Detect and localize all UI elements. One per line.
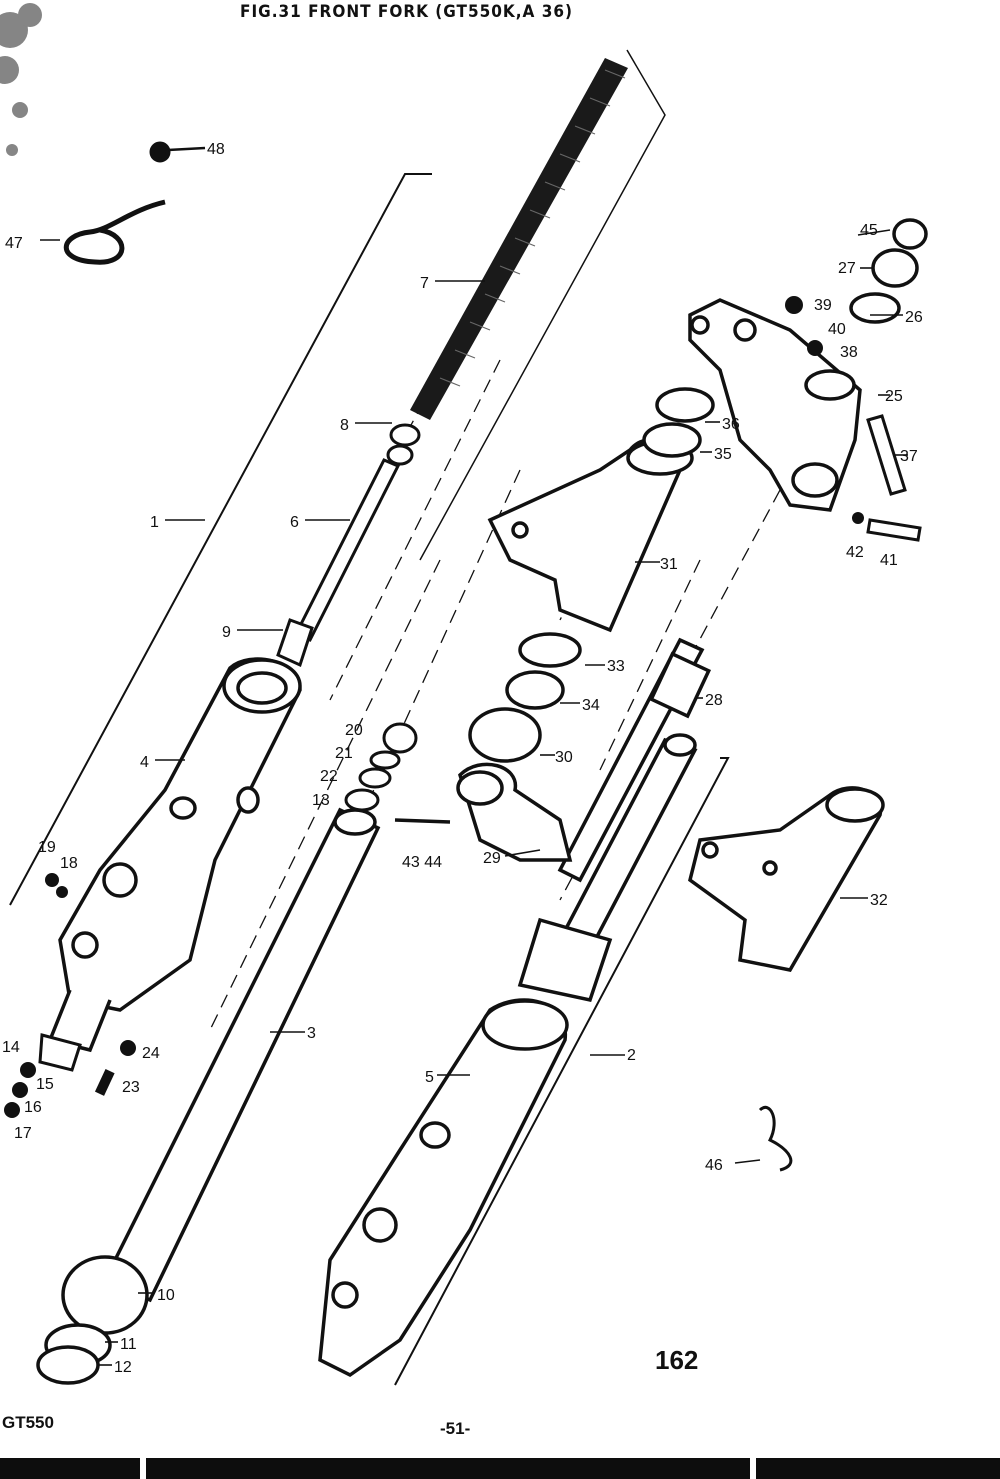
callout-41: 41: [880, 552, 898, 569]
callout-30: 30: [555, 749, 573, 766]
fork-boot-seal-set: [36, 1255, 149, 1385]
top-cap-parts: [344, 722, 418, 812]
steering-bearings: [468, 632, 582, 763]
callout-42: 42: [846, 544, 864, 561]
right-inner-tube: [517, 733, 698, 1003]
scan-smudge: [0, 3, 42, 156]
model-label: GT550: [2, 1413, 54, 1432]
lower-bracket-31: [487, 438, 694, 633]
lower-pinch-bracket: [394, 762, 573, 862]
callout-19: 19: [38, 839, 56, 856]
steering-stem: [557, 637, 712, 883]
callout-28: 28: [705, 692, 723, 709]
spring-spacer-part: [386, 423, 421, 466]
fork-assembly-left-bracket: [9, 173, 432, 906]
callout-34: 34: [582, 697, 600, 714]
rod-end-part: [276, 618, 314, 668]
callout-33: 33: [607, 658, 625, 675]
callout-24: 24: [142, 1045, 160, 1062]
wire-and-grommet: [63, 141, 206, 265]
washers-and-caps: [785, 296, 864, 524]
callout-12: 12: [114, 1359, 132, 1376]
page-number: -51-: [440, 1419, 471, 1438]
top-bridge-25: [688, 298, 862, 512]
callout-47: 47: [5, 235, 23, 252]
callout-35: 35: [714, 446, 732, 463]
spring-box-outline: [419, 49, 666, 561]
callout-14: 14: [2, 1039, 20, 1056]
callout-17: 17: [14, 1125, 32, 1142]
headlamp-bracket-32: [688, 786, 885, 972]
callout-25: 25: [885, 388, 903, 405]
callout-5: 5: [425, 1069, 434, 1086]
callout-11: 11: [120, 1336, 137, 1353]
callout-20: 20: [345, 722, 363, 739]
callout-39: 39: [814, 297, 832, 314]
callout-32: 32: [870, 892, 888, 909]
callout-27: 27: [838, 260, 856, 277]
callout-8: 8: [340, 417, 349, 434]
callout-23: 23: [122, 1079, 140, 1096]
right-outer-tube: [318, 998, 569, 1378]
callout-4: 4: [140, 754, 149, 771]
damper-rod: [293, 458, 401, 642]
callout-22: 22: [320, 768, 338, 785]
stem-nut-parts: [849, 218, 928, 324]
callout-45: 45: [860, 222, 878, 239]
callout-4344: 43 44: [402, 854, 442, 871]
scan-border-bar: [0, 1458, 1000, 1479]
small-fasteners: [4, 873, 136, 1118]
diagram-title: FIG.31 FRONT FORK (GT550K,A 36): [240, 2, 573, 22]
callout-1: 1: [150, 514, 159, 531]
callout-3: 3: [307, 1025, 316, 1042]
callout-40: 40: [828, 321, 846, 338]
callout-15: 15: [36, 1076, 54, 1093]
callout-48: 48: [207, 141, 225, 158]
callout-6: 6: [290, 514, 299, 531]
cable-clip-46: [758, 1106, 793, 1172]
callout-13: 13: [312, 792, 330, 809]
left-inner-tube: [102, 807, 381, 1303]
callout-36: 36: [722, 416, 740, 433]
callout-31: 31: [660, 556, 678, 573]
fork-assembly-right-bracket: [394, 757, 730, 1386]
callout-7: 7: [420, 275, 429, 292]
callout-16: 16: [24, 1099, 42, 1116]
callout-38: 38: [840, 344, 858, 361]
callout-21: 21: [335, 745, 353, 762]
callout-2: 2: [627, 1047, 636, 1064]
fork-spring: [410, 58, 628, 420]
pinch-bolts: [866, 414, 922, 542]
callout-leaders: [40, 229, 908, 1366]
callout-10: 10: [157, 1287, 175, 1304]
callout-37: 37: [900, 448, 918, 465]
callout-26: 26: [905, 309, 923, 326]
bearing-races: [642, 387, 715, 458]
figure-number: 162: [655, 1345, 699, 1375]
callout-18: 18: [60, 855, 78, 872]
callout-46: 46: [705, 1157, 723, 1174]
callout-9: 9: [222, 624, 231, 641]
callout-29: 29: [483, 850, 501, 867]
callout-numbers: 1234567891011121314151617181920212223242…: [2, 141, 923, 1376]
